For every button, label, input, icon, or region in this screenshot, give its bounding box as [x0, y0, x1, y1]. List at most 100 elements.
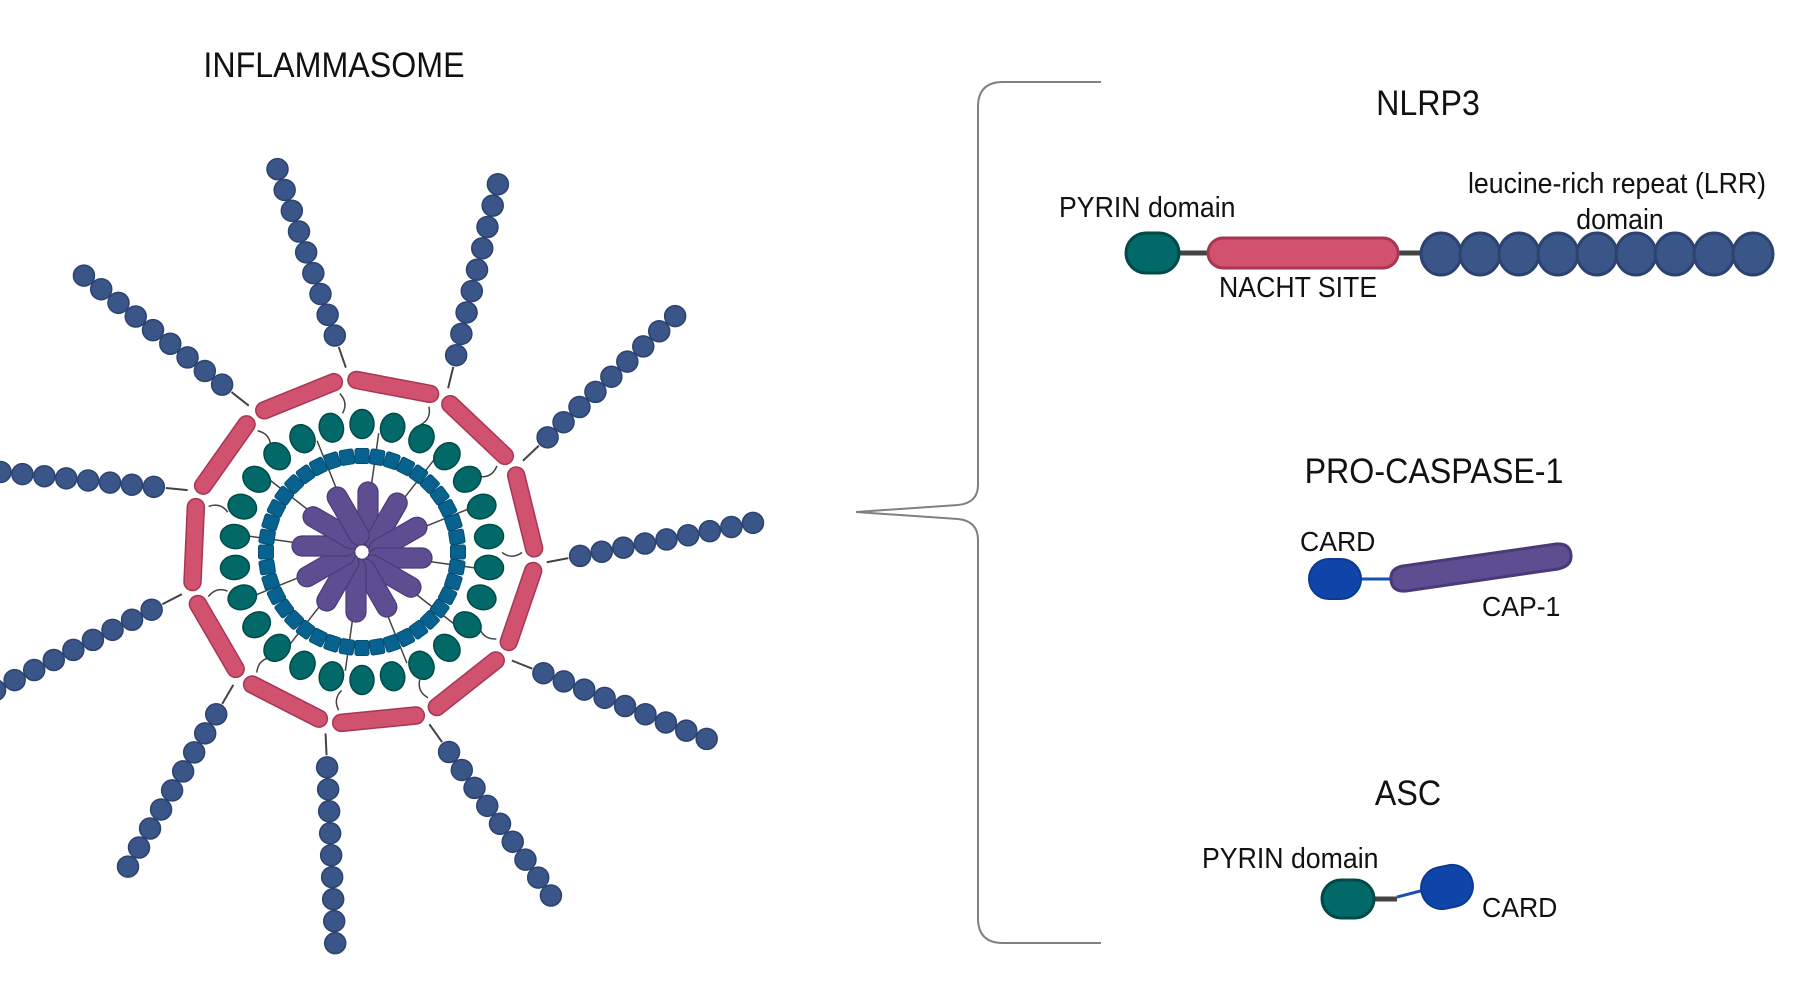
nacht-segment	[188, 594, 245, 679]
asc-pyrin-bead	[219, 554, 251, 581]
lrr-bead	[676, 523, 700, 547]
lrr-bead	[193, 359, 217, 383]
lrr-bead	[1692, 231, 1736, 277]
lrr-linker	[324, 733, 328, 756]
asc-card-square	[444, 513, 463, 532]
nacht-linker	[339, 393, 346, 414]
asc-pyrin-bead	[289, 650, 316, 681]
lrr-bead	[612, 536, 635, 559]
pro-caspase-1-title: PRO-CASPASE-1	[1304, 452, 1564, 491]
lrr-linker	[230, 391, 250, 407]
lrr-bead	[1458, 231, 1502, 277]
asc-card-square	[295, 619, 316, 640]
lrr-bead	[741, 511, 765, 535]
lrr-bead	[552, 670, 576, 693]
lrr-bead	[632, 335, 655, 358]
asc-pyrin-bead	[408, 423, 435, 454]
lrr-bead	[322, 909, 346, 933]
asc-pyrin-bead	[349, 664, 375, 696]
asc-pyrin-bead	[466, 584, 497, 611]
nacht-segment	[499, 561, 543, 652]
lrr-bead	[3, 668, 26, 692]
lrr-bead	[116, 855, 140, 878]
asc-card-square	[338, 638, 356, 656]
lrr-bead	[120, 473, 144, 496]
asc-card-square	[258, 544, 274, 560]
lrr-linker	[161, 593, 183, 606]
lrr-bead	[319, 843, 343, 867]
lrr-bead	[33, 464, 56, 488]
nlrp3-pyrin-domain	[1124, 231, 1181, 275]
asc-card-square	[258, 528, 276, 546]
nacht-linker	[335, 689, 343, 711]
lrr-bead	[320, 865, 344, 889]
lrr-bead	[141, 318, 165, 342]
lrr-bead	[316, 778, 340, 801]
lrr-bead	[204, 703, 228, 726]
lrr-bead	[127, 836, 151, 859]
asc-pyrin-bead	[466, 493, 497, 520]
asc-pyrin-bead	[452, 465, 482, 493]
lrr-bead	[182, 741, 206, 764]
asc-pyrin-bead	[318, 412, 345, 443]
asc-card-square	[308, 627, 328, 648]
lrr-bead	[655, 528, 678, 551]
lrr-bead	[302, 261, 325, 285]
lrr-bead	[470, 237, 494, 260]
lrr-bead	[1419, 231, 1463, 277]
lrr-bead	[323, 931, 347, 955]
lrr-bead	[486, 172, 510, 196]
lrr-bead	[654, 711, 678, 734]
lrr-bead	[318, 822, 342, 845]
lrr-bead	[465, 258, 489, 281]
asc-pyrin-label: PYRIN domain	[1202, 843, 1379, 875]
lrr-bead	[176, 346, 199, 369]
lrr-bead	[160, 779, 184, 802]
nacht-segment	[441, 395, 515, 466]
nlrp3-lrr-label-line1: leucine-rich repeat (LRR)	[1467, 168, 1767, 200]
asc-card-square	[354, 640, 370, 656]
lrr-bead	[450, 322, 473, 346]
asc-card-domain	[1420, 863, 1474, 911]
lrr-bead	[695, 727, 718, 751]
lrr-arm	[0, 593, 183, 701]
lrr-bead	[159, 332, 182, 355]
nlrp3-lrr-label-line2: domain	[1576, 204, 1664, 236]
lrr-linker	[221, 684, 235, 705]
lrr-bead	[266, 157, 289, 181]
lrr-bead	[107, 291, 130, 315]
asc-pyrin-bead	[318, 661, 345, 692]
asc-card-square	[274, 598, 295, 619]
lrr-bead	[488, 812, 512, 836]
lrr-bead	[89, 277, 113, 301]
lrr-bead	[450, 758, 474, 782]
lrr-bead	[501, 830, 524, 853]
nacht-segment	[242, 675, 329, 728]
nacht-linker	[208, 504, 229, 513]
lrr-bead	[317, 800, 341, 823]
lrr-arm	[0, 460, 188, 499]
lrr-bead	[280, 199, 304, 222]
lrr-bead	[613, 694, 637, 718]
lrr-arm	[72, 264, 250, 407]
lrr-bead	[584, 380, 607, 404]
lrr-bead	[1536, 231, 1580, 277]
asc-card-square	[308, 456, 328, 477]
lrr-bead	[315, 756, 339, 779]
asc-pyrin-bead	[227, 584, 258, 611]
nlrp3-lrr-domain	[1419, 231, 1775, 277]
lrr-bead	[536, 426, 559, 449]
lrr-bead	[287, 220, 311, 243]
asc-card-square	[266, 498, 287, 518]
lrr-bead	[321, 887, 345, 911]
asc-card-square	[323, 634, 342, 653]
lrr-bead	[124, 305, 147, 328]
lrr-bead	[476, 794, 499, 818]
lrr-bead	[81, 628, 105, 652]
nlrp3-title: NLRP3	[1376, 84, 1480, 123]
pro-caspase-cap1-label: CAP-1	[1482, 591, 1561, 622]
pro-caspase-cap1-domain	[1389, 542, 1573, 593]
lrr-linker	[165, 486, 188, 492]
asc-pyrin-bead	[242, 465, 272, 493]
nacht-linker	[478, 627, 497, 640]
